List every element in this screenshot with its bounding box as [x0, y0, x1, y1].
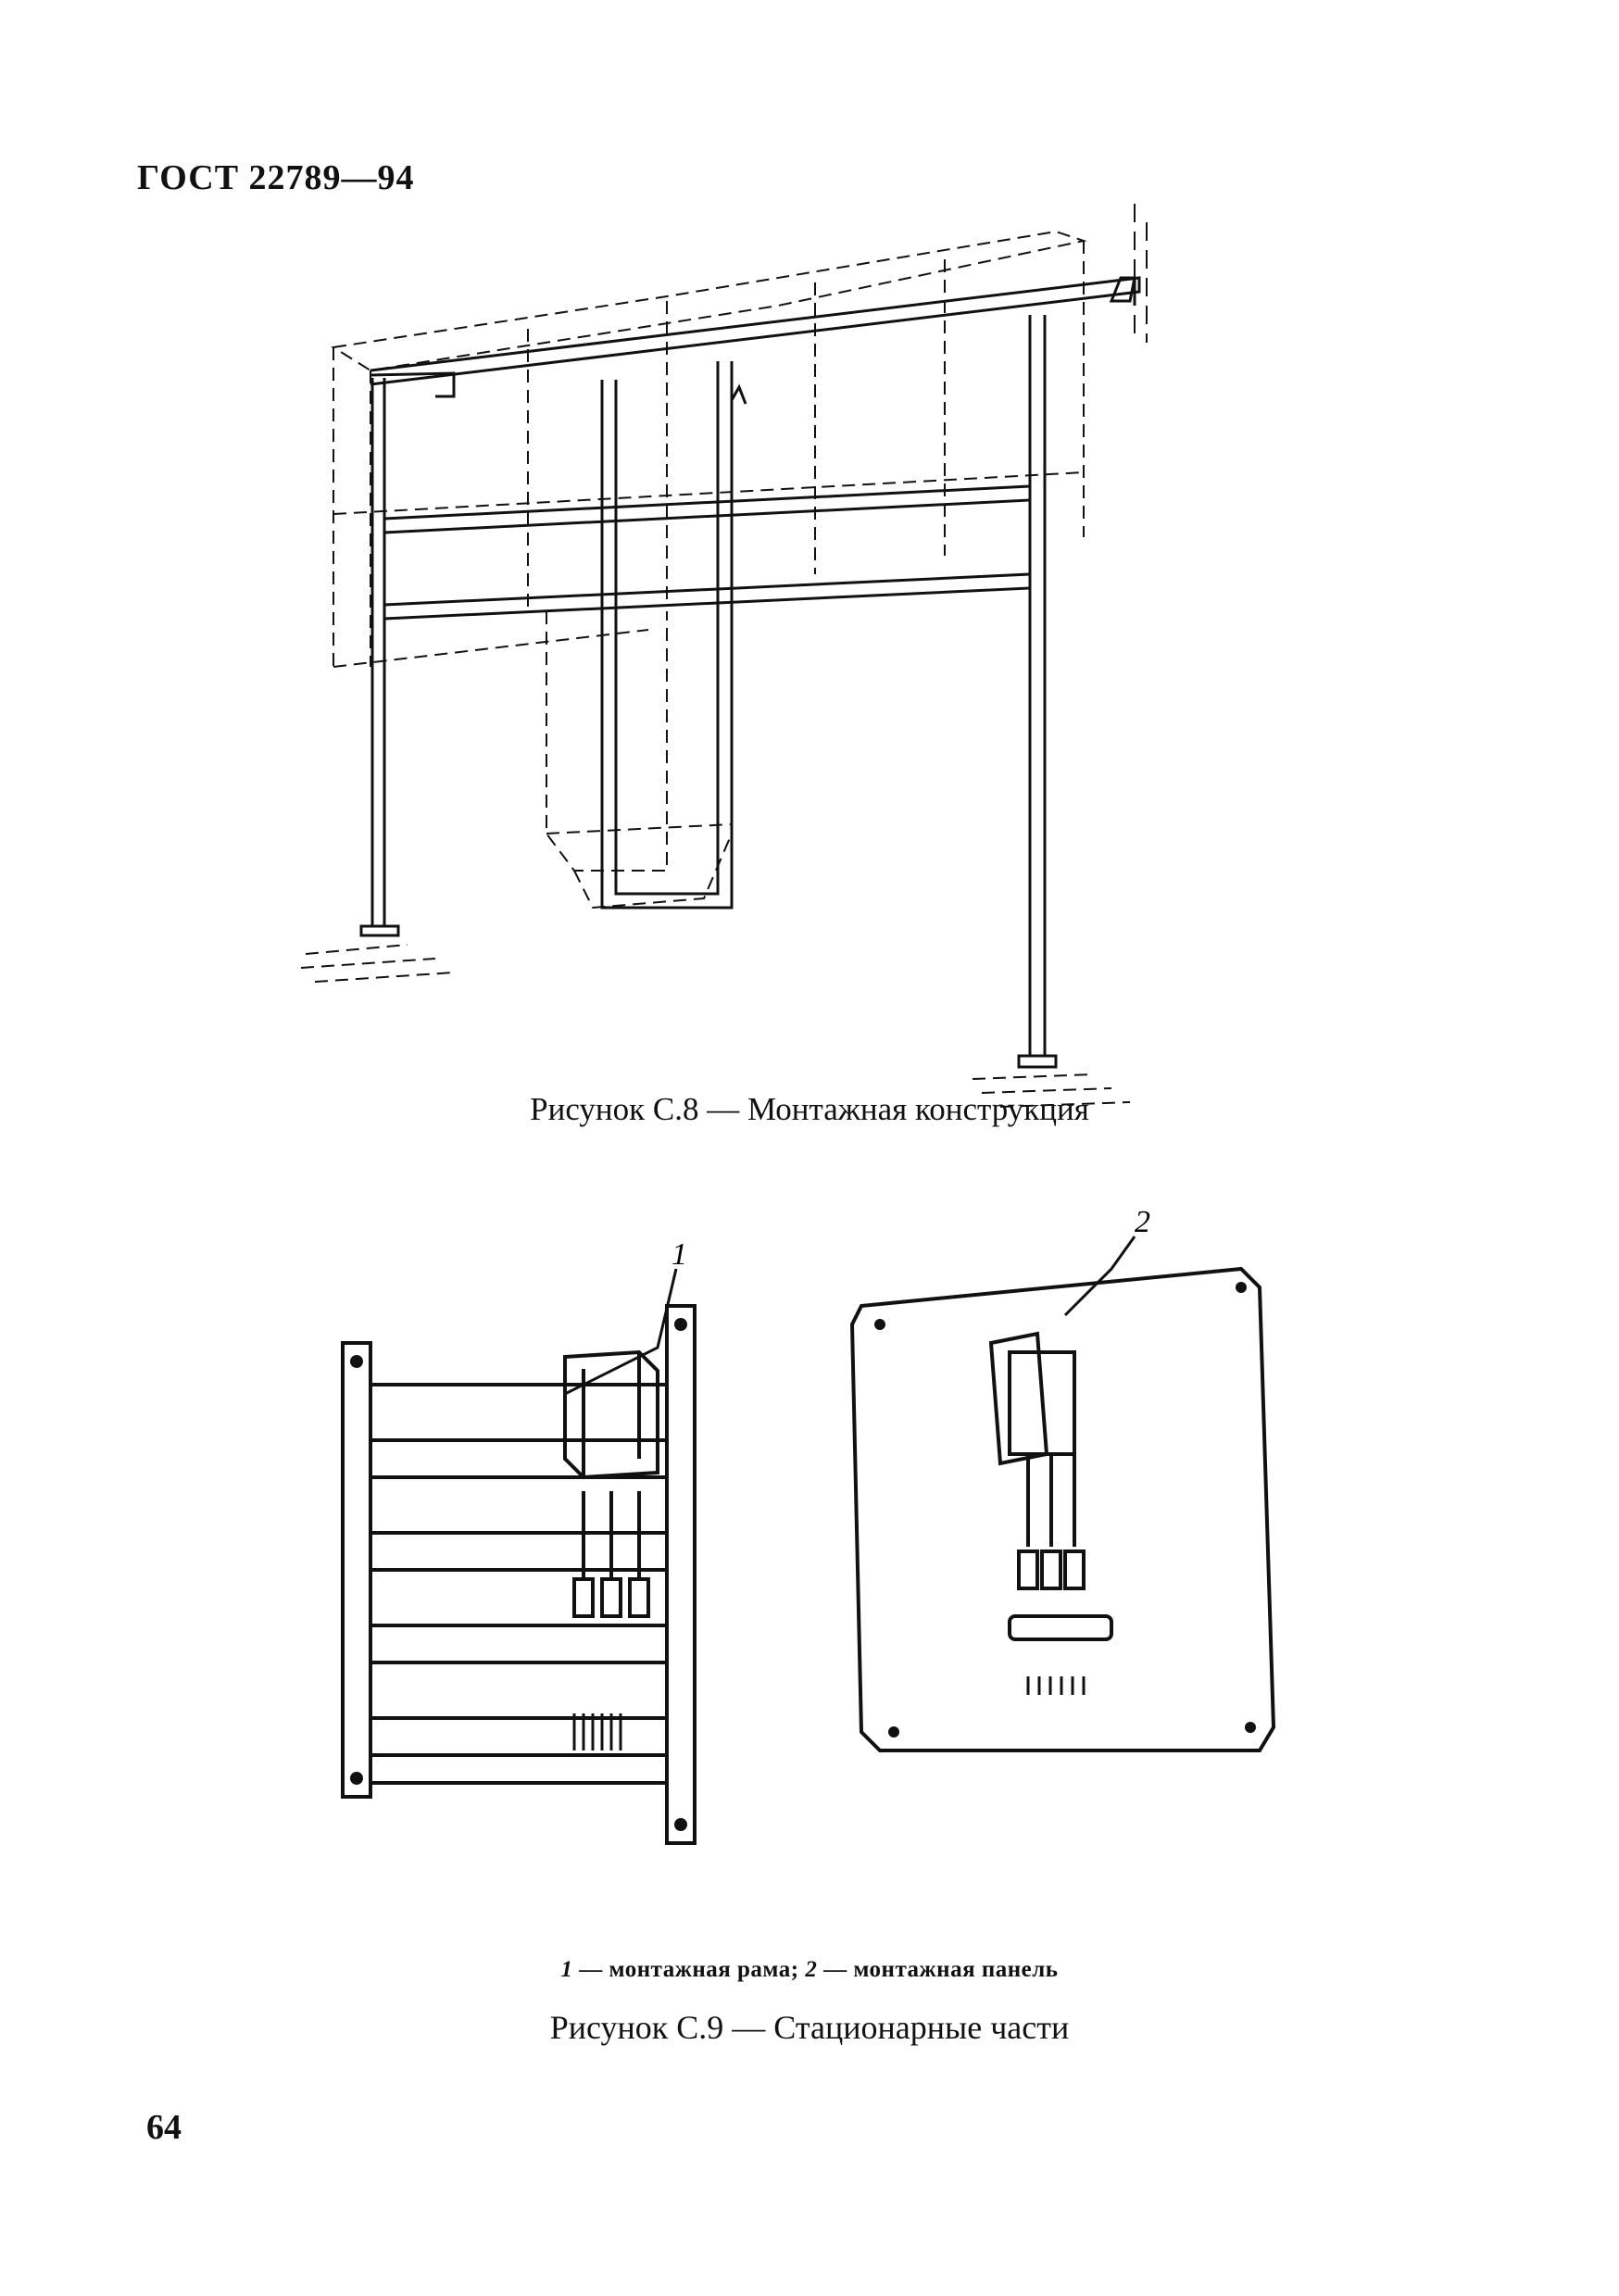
document-code: ГОСТ 22789—94: [137, 158, 415, 197]
page-number: 64: [146, 2108, 182, 2147]
terminal-block-1: [572, 1491, 650, 1618]
legend-text-2: — монтажная панель: [817, 1957, 1059, 1982]
legend-number-1: 1: [560, 1957, 573, 1982]
figure-c9-caption: Рисунок С.9 — Стационарные части: [549, 2009, 1070, 2046]
figure-c9-legend: 1 — монтажная рама; 2 — монтажная панель: [0, 1957, 1619, 1983]
callout-1: 1: [671, 1237, 687, 1272]
legend-text-1: — монтажная рама;: [572, 1957, 806, 1982]
mounting-frame: [341, 1341, 372, 1799]
mounting-panel: [849, 1266, 1276, 1752]
figure-c8-caption: Рисунок С.8 — Монтажная конструкция: [530, 1091, 1089, 1127]
legend-number-2: 2: [805, 1957, 818, 1982]
figure-c9-stationary-parts: 1 2: [341, 1205, 1276, 1845]
figure-c8-mounting-structure: [300, 204, 1148, 1108]
callout-2: 2: [1135, 1205, 1150, 1239]
